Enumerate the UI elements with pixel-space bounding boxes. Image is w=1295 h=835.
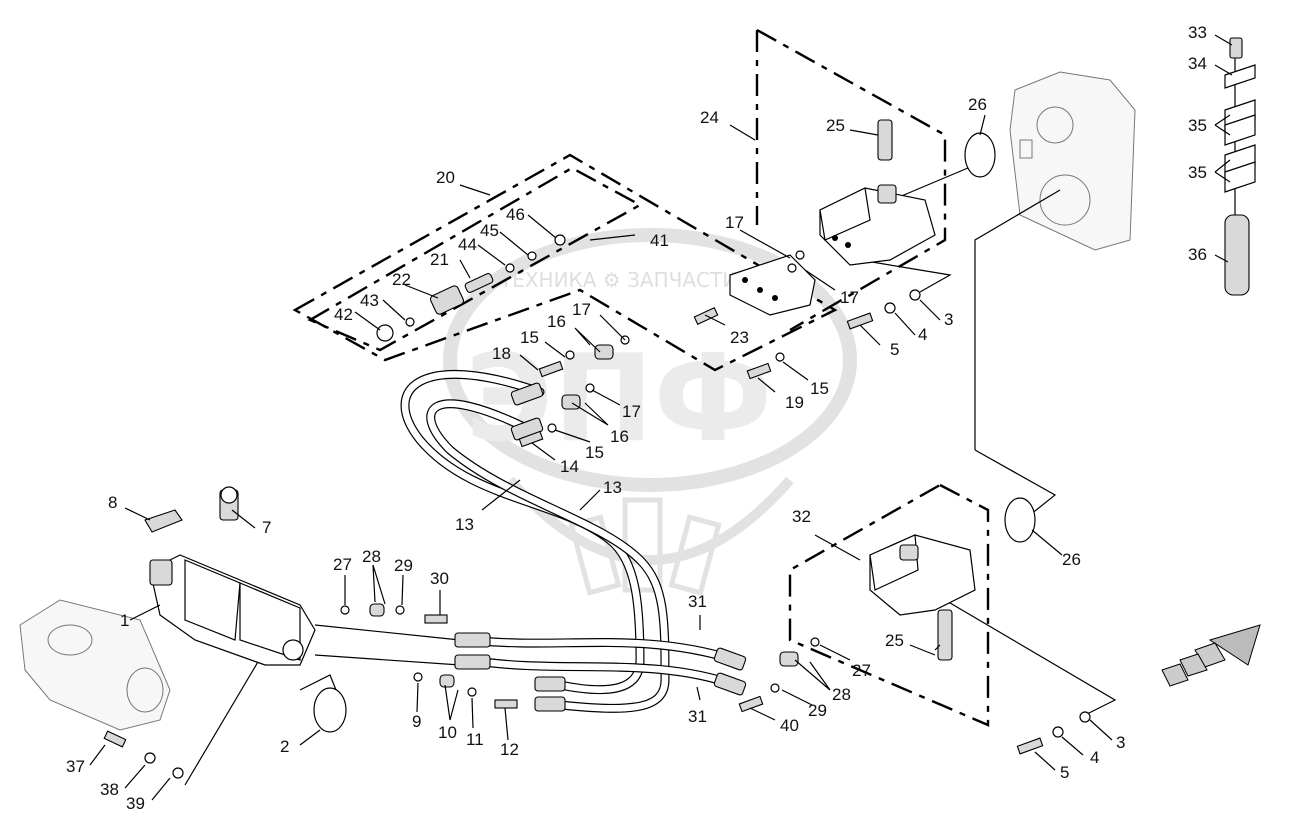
callout-12: 12 — [500, 740, 519, 759]
callout-44: 44 — [458, 235, 477, 254]
clamp-parts — [1224, 37, 1256, 296]
leader-lines — [89, 34, 1233, 801]
callout-41: 41 — [650, 231, 669, 250]
callout-33: 33 — [1188, 23, 1207, 42]
fittings-21-22-42-43-44-45-46 — [376, 234, 566, 342]
callout-1: 1 — [120, 611, 129, 630]
direction-arrow-icon — [1161, 624, 1261, 687]
callout-13a: 13 — [455, 515, 474, 534]
callout-7: 7 — [262, 518, 271, 537]
callout-30: 30 — [430, 569, 449, 588]
callout-32: 32 — [792, 507, 811, 526]
callout-37: 37 — [66, 757, 85, 776]
callout-4a: 4 — [1090, 748, 1099, 767]
callout-2: 2 — [280, 737, 289, 756]
callout-10: 10 — [438, 723, 457, 742]
group-20-inner-outline — [307, 166, 643, 352]
callout-17d: 17 — [622, 402, 641, 421]
group-20-outline — [292, 153, 838, 372]
group-24-outline — [755, 28, 947, 332]
callout-5b: 5 — [890, 340, 899, 359]
callout-15c: 15 — [810, 379, 829, 398]
callout-11: 11 — [466, 730, 484, 749]
watermark-text: ТЕХНИКА ⚙ ЗАПЧАСТИ — [499, 268, 737, 292]
motor-24 — [819, 119, 996, 266]
fitting-7 — [219, 486, 239, 521]
callout-25a: 25 — [826, 116, 845, 135]
callout-40: 40 — [780, 716, 799, 735]
ghost-engine — [19, 599, 171, 731]
callout-18: 18 — [492, 344, 511, 363]
callout-35b: 35 — [1188, 163, 1207, 182]
hoses — [314, 369, 740, 713]
sensor-8 — [144, 509, 183, 533]
callout-4b: 4 — [918, 325, 927, 344]
callout-19: 19 — [785, 393, 804, 412]
callout-28a: 28 — [362, 547, 381, 566]
callout-39: 39 — [126, 794, 145, 813]
callout-8: 8 — [108, 493, 117, 512]
callout-31b: 31 — [688, 707, 707, 726]
callout-16a: 16 — [547, 312, 566, 331]
callout-42: 42 — [334, 305, 353, 324]
callout-29a: 29 — [394, 556, 413, 575]
group-outlines — [292, 28, 990, 727]
callout-15b: 15 — [585, 443, 604, 462]
callout-5a: 5 — [1060, 763, 1069, 782]
callout-23: 23 — [730, 328, 749, 347]
callout-17c: 17 — [572, 300, 591, 319]
hose-fittings — [454, 382, 747, 712]
callout-9: 9 — [412, 712, 421, 731]
callout-26b: 26 — [1062, 550, 1081, 569]
watermark-logo: ЭПФ — [465, 330, 773, 469]
callout-34: 34 — [1188, 54, 1207, 73]
callout-36: 36 — [1188, 245, 1207, 264]
callout-27a: 27 — [333, 555, 352, 574]
callout-29b: 29 — [808, 701, 827, 720]
callout-25b: 25 — [885, 631, 904, 650]
ghost-gearbox — [1009, 71, 1136, 251]
callout-13b: 13 — [603, 478, 622, 497]
callout-28b: 28 — [832, 685, 851, 704]
callout-43: 43 — [360, 291, 379, 310]
callout-20: 20 — [436, 168, 455, 187]
callout-35a: 35 — [1188, 116, 1207, 135]
main-pump — [149, 554, 316, 666]
callout-labels: 1 2 3 3 4 4 5 5 7 8 9 10 11 12 13 13 14 … — [66, 23, 1207, 813]
callout-15a: 15 — [520, 328, 539, 347]
callout-31a: 31 — [688, 592, 707, 611]
callout-38: 38 — [100, 780, 119, 799]
callout-46: 46 — [506, 205, 525, 224]
callout-3b: 3 — [944, 310, 953, 329]
callout-45: 45 — [480, 221, 499, 240]
callout-17b: 17 — [840, 288, 859, 307]
callout-26a: 26 — [968, 95, 987, 114]
callout-14: 14 — [560, 457, 579, 476]
callout-16b: 16 — [610, 427, 629, 446]
callout-17a: 17 — [725, 213, 744, 232]
motor-32 — [313, 497, 1036, 733]
callout-21: 21 — [430, 250, 449, 269]
callout-24: 24 — [700, 108, 719, 127]
callout-27b: 27 — [852, 661, 871, 680]
callout-22: 22 — [392, 270, 411, 289]
callout-3a: 3 — [1116, 733, 1125, 752]
group-32-outline — [788, 483, 990, 727]
